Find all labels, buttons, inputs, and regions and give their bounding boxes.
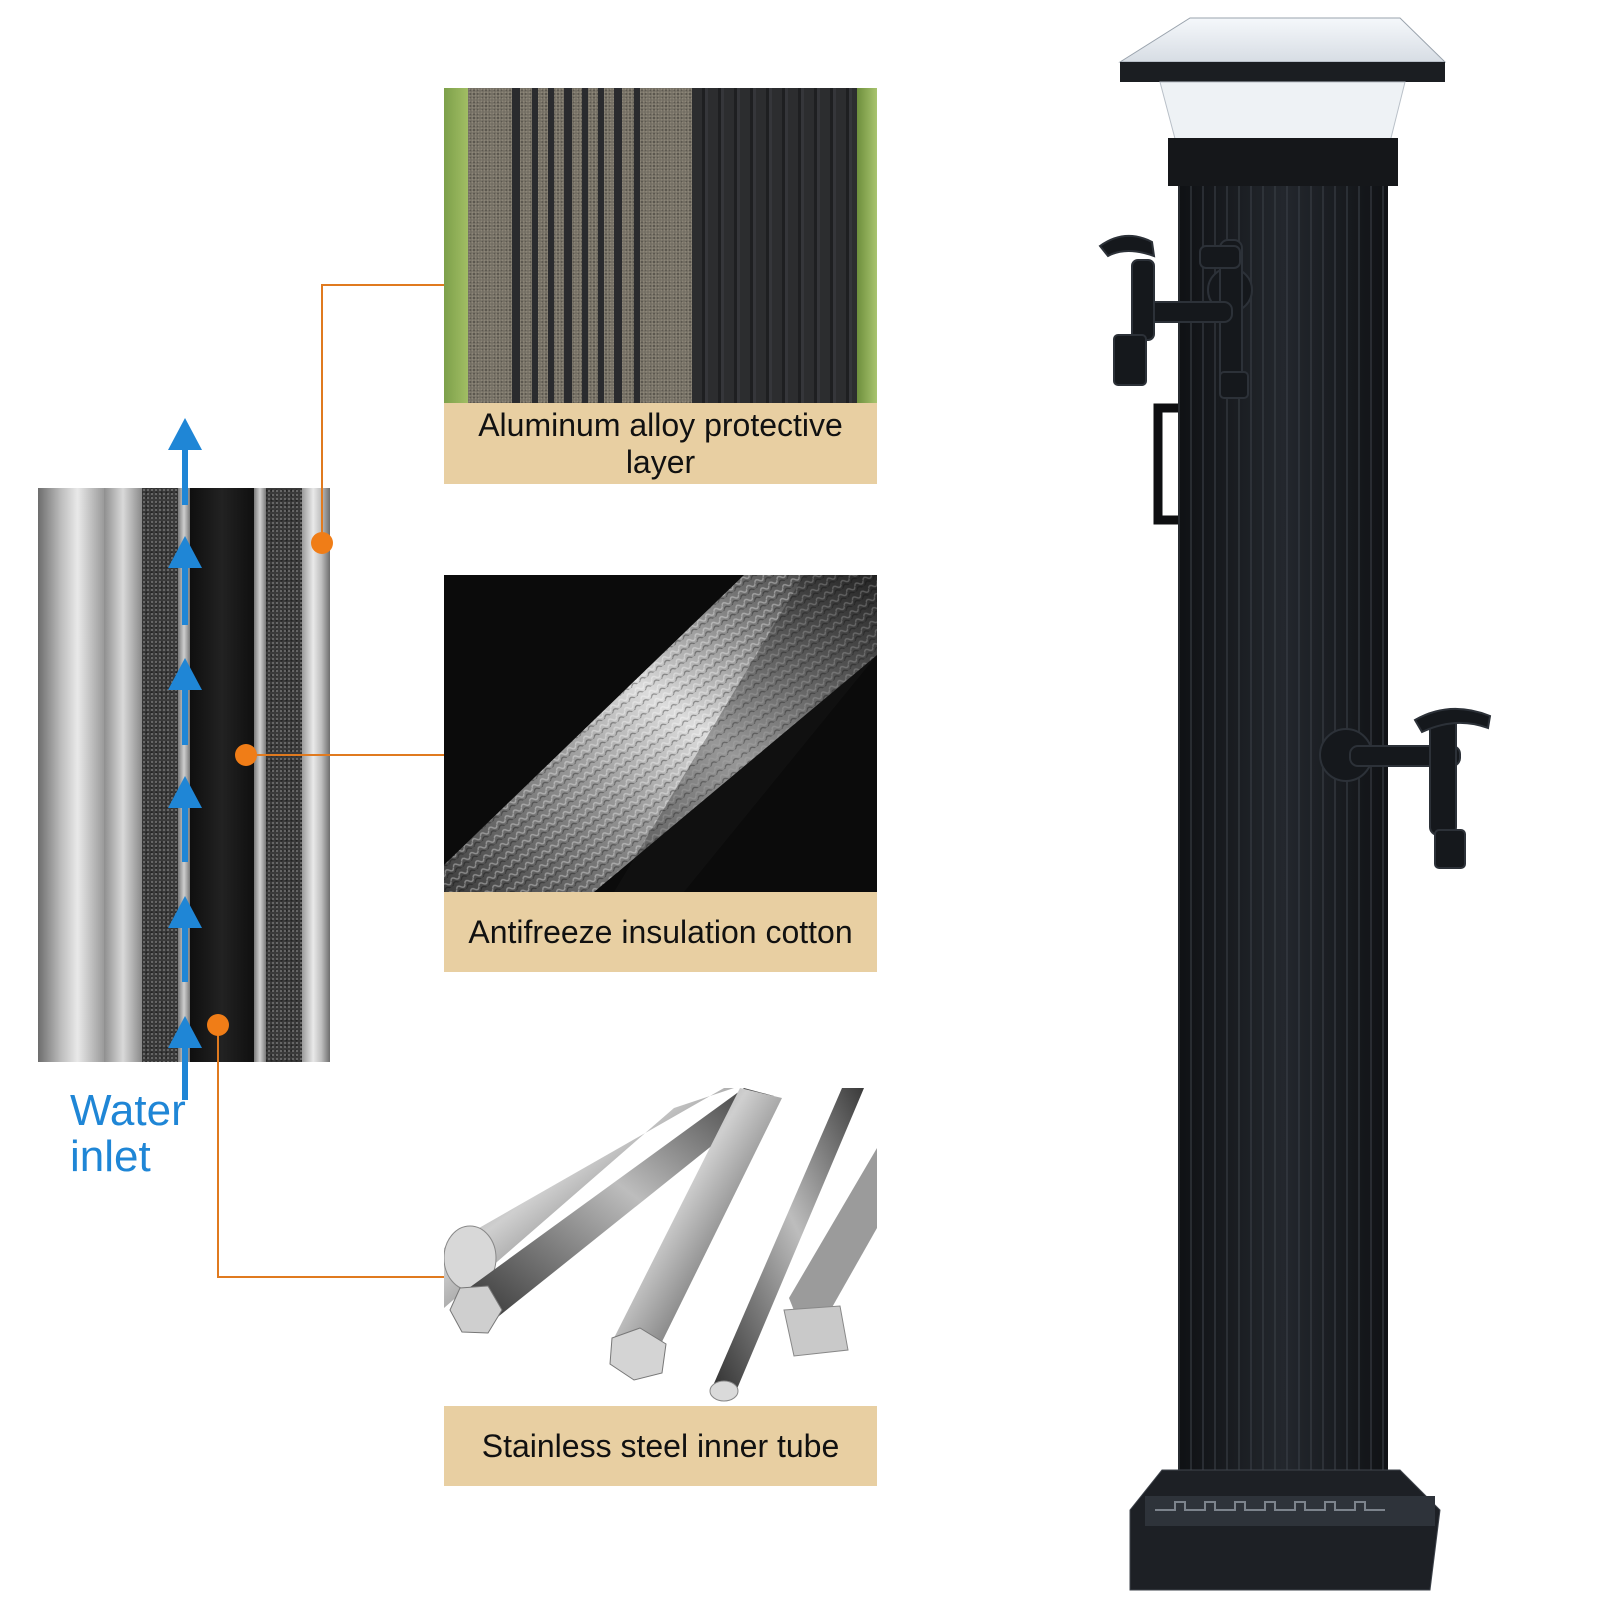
cotton-roll bbox=[444, 575, 877, 892]
aluminum-inner-left bbox=[104, 488, 142, 1062]
water-inlet-line1: Water bbox=[70, 1086, 186, 1135]
caption-aluminum-text: Aluminum alloy protective layer bbox=[478, 406, 843, 480]
caption-cotton-text: Antifreeze insulation cotton bbox=[468, 913, 853, 950]
callout-steel bbox=[217, 1025, 444, 1278]
aluminum-layer-panel: Aluminum alloy protective layer bbox=[444, 88, 877, 484]
caption-cotton: Antifreeze insulation cotton bbox=[444, 892, 877, 972]
post-body bbox=[1178, 186, 1388, 1476]
caption-steel-text: Stainless steel inner tube bbox=[481, 1427, 840, 1464]
background-grass bbox=[857, 88, 877, 403]
steel-tube-panel: Stainless steel inner tube bbox=[444, 1088, 877, 1486]
finished-surface bbox=[692, 88, 857, 403]
arrow-up-icon bbox=[168, 896, 202, 982]
steel-rods-photo bbox=[444, 1088, 877, 1406]
dot-icon bbox=[311, 532, 333, 554]
water-channel bbox=[190, 488, 254, 1062]
upper-tap bbox=[1098, 235, 1253, 399]
post-base bbox=[1129, 1469, 1441, 1591]
solar-lamp-cap bbox=[1118, 17, 1447, 151]
groove-lines bbox=[512, 88, 640, 403]
hose-hook bbox=[1153, 403, 1178, 525]
insulation-layer-right bbox=[266, 488, 302, 1062]
callout-aluminum bbox=[321, 284, 444, 543]
water-inlet-label: Water inlet bbox=[70, 1088, 186, 1180]
dot-icon bbox=[207, 1014, 229, 1036]
aluminum-layer-right bbox=[302, 488, 330, 1062]
arrow-up-icon bbox=[168, 776, 202, 862]
water-post-product bbox=[1098, 17, 1492, 1591]
steel-rods bbox=[444, 1088, 877, 1402]
post-collar bbox=[1168, 138, 1398, 186]
arrow-up-icon bbox=[168, 1016, 202, 1100]
arrow-up-icon bbox=[168, 658, 202, 745]
steel-wall-right bbox=[254, 488, 266, 1062]
arrow-up-icon bbox=[168, 536, 202, 625]
dot-icon bbox=[235, 744, 257, 766]
caption-steel: Stainless steel inner tube bbox=[444, 1406, 877, 1486]
water-inlet-line2: inlet bbox=[70, 1132, 151, 1181]
insulation-cotton-photo bbox=[444, 575, 877, 892]
lower-tap bbox=[1319, 707, 1492, 869]
aluminum-layer-photo bbox=[444, 88, 877, 403]
insulation-cotton-panel: Antifreeze insulation cotton bbox=[444, 575, 877, 972]
arrow-up-icon bbox=[168, 418, 202, 505]
rough-surface bbox=[468, 88, 692, 403]
insulation-layer-left bbox=[142, 488, 178, 1062]
aluminum-layer-left bbox=[38, 488, 104, 1062]
caption-aluminum: Aluminum alloy protective layer bbox=[444, 403, 877, 484]
